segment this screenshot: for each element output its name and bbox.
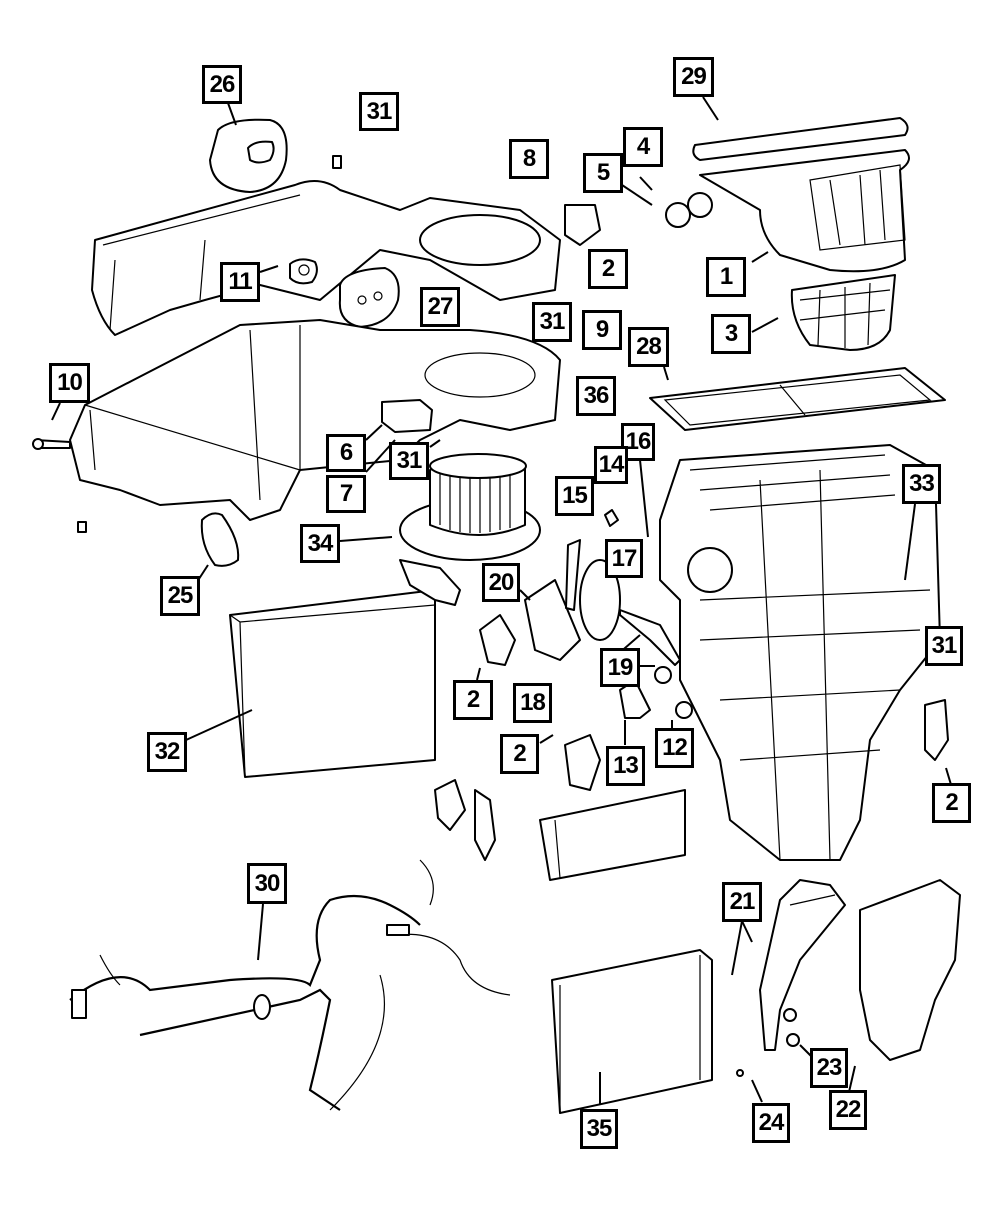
part-gear-19 (654, 666, 672, 684)
part-door-ring (579, 559, 621, 641)
callout-2[interactable]: 2 (932, 783, 971, 823)
part-heater-core-upper (539, 789, 686, 881)
part-filter-cover-29 (692, 117, 909, 161)
callout-32[interactable]: 32 (147, 732, 187, 772)
part-actuator-2d (924, 699, 949, 761)
callout-11[interactable]: 11 (220, 262, 260, 302)
callout-6[interactable]: 6 (326, 434, 366, 472)
part-blower-motor-34 (399, 453, 541, 561)
part-bushing-12 (675, 701, 693, 719)
callout-9[interactable]: 9 (582, 310, 622, 350)
callout-14[interactable]: 14 (594, 446, 628, 484)
callout-31[interactable]: 31 (925, 626, 963, 666)
callout-24[interactable]: 24 (752, 1103, 790, 1143)
callout-18[interactable]: 18 (513, 683, 552, 723)
part-heater-core-35 (551, 949, 713, 1114)
part-lower-housing (69, 319, 561, 521)
callout-36[interactable]: 36 (576, 376, 616, 416)
part-duct-22 (859, 879, 961, 1061)
part-resistor-6 (381, 399, 433, 433)
part-actuator-2c (479, 614, 516, 666)
part-frame-28 (649, 367, 946, 431)
callout-29[interactable]: 29 (673, 57, 714, 97)
callout-10[interactable]: 10 (49, 363, 90, 403)
callout-25[interactable]: 25 (160, 576, 200, 616)
part-seal-26 (209, 118, 288, 193)
callout-22[interactable]: 22 (829, 1090, 867, 1130)
part-oring-23b (786, 1033, 800, 1047)
part-actuator-2b (564, 734, 601, 791)
callout-30[interactable]: 30 (247, 863, 287, 904)
part-seal-27 (338, 267, 400, 328)
part-grommet-11 (289, 258, 318, 285)
part-upper-housing (91, 180, 561, 336)
callout-31[interactable]: 31 (389, 442, 429, 480)
callout-23[interactable]: 23 (810, 1048, 848, 1088)
part-nut (77, 521, 87, 533)
part-lever (565, 539, 581, 611)
callout-4[interactable]: 4 (623, 127, 663, 167)
callout-34[interactable]: 34 (300, 524, 340, 563)
part-filter-3 (790, 274, 896, 351)
part-oring-23a (783, 1008, 797, 1022)
callout-27[interactable]: 27 (420, 287, 460, 327)
part-actuator-2a (564, 204, 601, 246)
callout-2[interactable]: 2 (500, 734, 539, 774)
callout-20[interactable]: 20 (482, 563, 520, 602)
callout-12[interactable]: 12 (655, 728, 694, 768)
part-linkage-20 (524, 579, 581, 661)
callout-7[interactable]: 7 (326, 475, 366, 513)
part-tube (474, 789, 496, 861)
part-air-inlet-1 (699, 149, 910, 273)
part-hvac-case-33 (659, 444, 941, 861)
callout-31[interactable]: 31 (532, 302, 572, 342)
callout-19[interactable]: 19 (600, 648, 640, 687)
part-screw-10 (32, 438, 71, 450)
callout-2[interactable]: 2 (453, 680, 493, 720)
part-evaporator-32 (229, 559, 461, 778)
callout-15[interactable]: 15 (555, 476, 594, 516)
part-seal-25 (200, 512, 240, 567)
part-wiring-harness-30 (69, 859, 511, 1111)
part-clip-17 (604, 509, 619, 527)
part-heater-tubes-21 (759, 879, 846, 1051)
callout-26[interactable]: 26 (202, 65, 242, 104)
callout-31[interactable]: 31 (359, 92, 399, 131)
callout-17[interactable]: 17 (605, 539, 643, 578)
part-clip-31 (332, 155, 342, 169)
callout-28[interactable]: 28 (628, 327, 669, 367)
part-screw-24 (736, 1069, 744, 1077)
part-knob-5 (665, 202, 691, 228)
part-arm-18 (619, 609, 681, 666)
callout-13[interactable]: 13 (606, 746, 645, 786)
callout-35[interactable]: 35 (580, 1109, 618, 1149)
callout-21[interactable]: 21 (722, 882, 762, 922)
callout-2[interactable]: 2 (588, 249, 628, 289)
part-knob-4 (687, 192, 713, 218)
part-connector (434, 779, 466, 831)
callout-3[interactable]: 3 (711, 314, 751, 354)
callout-8[interactable]: 8 (509, 139, 549, 179)
callout-5[interactable]: 5 (583, 153, 623, 193)
callout-33[interactable]: 33 (902, 464, 941, 504)
callout-1[interactable]: 1 (706, 257, 746, 297)
